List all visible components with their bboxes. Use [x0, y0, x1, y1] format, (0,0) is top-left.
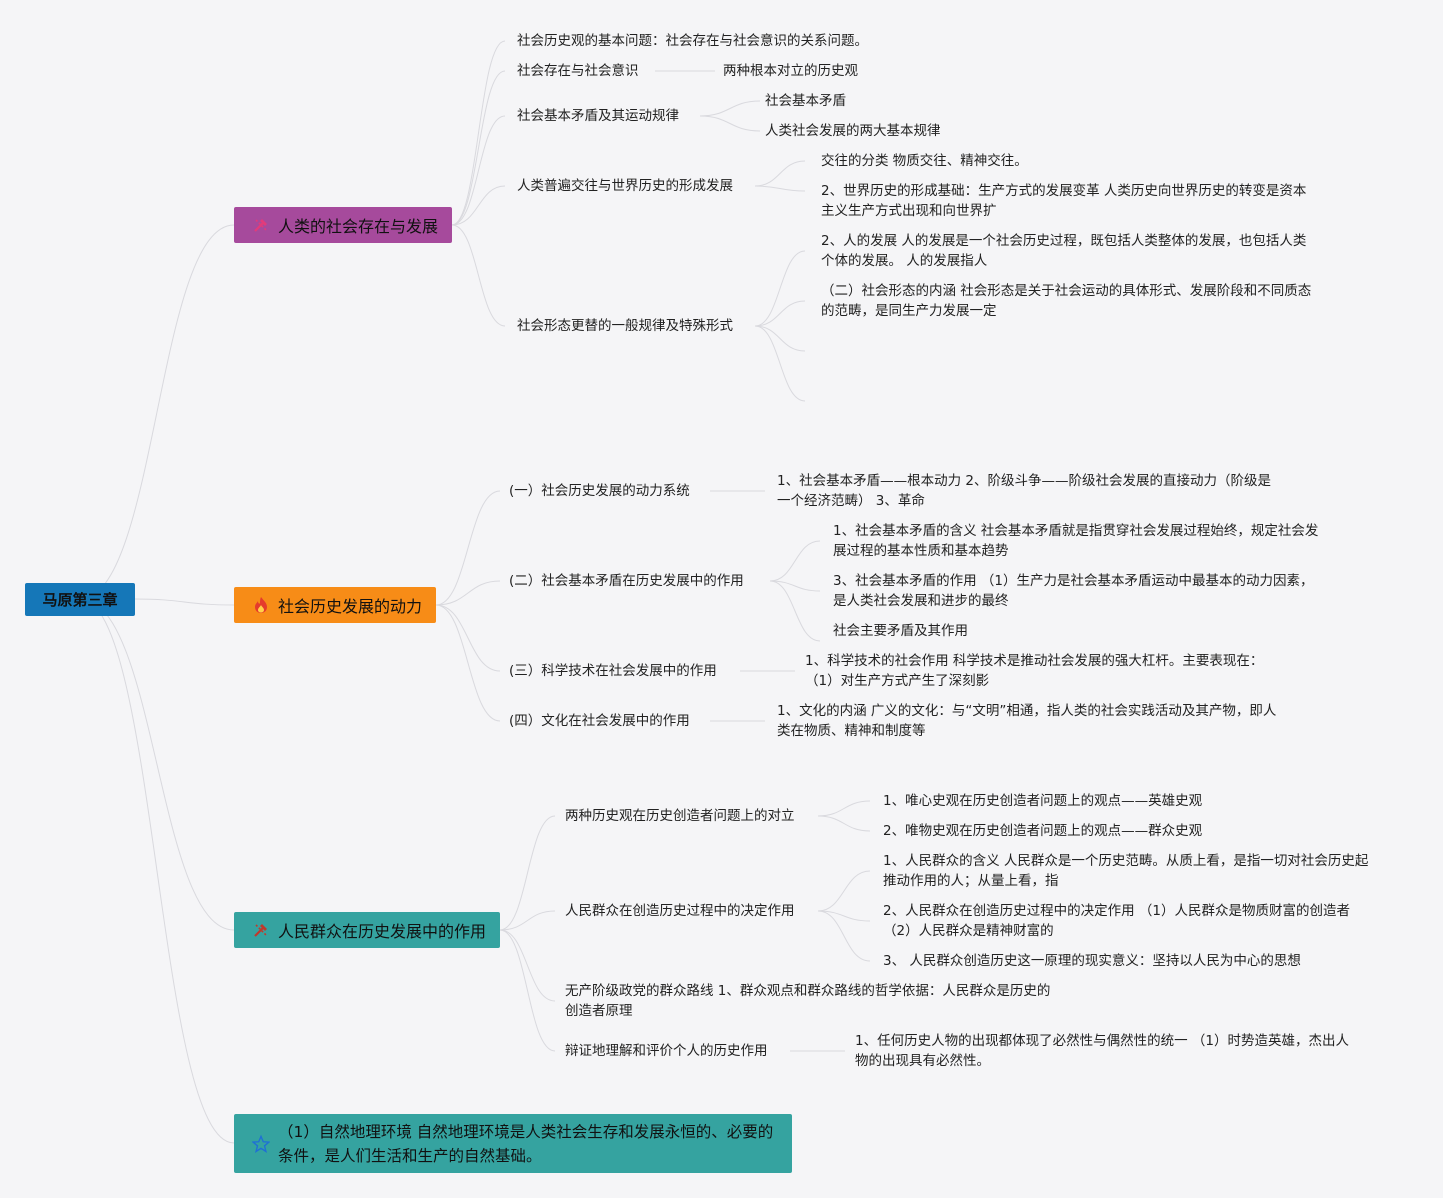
connector-line — [451, 185, 506, 226]
subtopic-formation-meaning[interactable]: （二）社会形态的内涵 社会形态是关于社会运动的具体形式、发展阶段和不同质态的范畴… — [821, 283, 1312, 319]
branch-label: 人民群众在历史发展中的作用 — [278, 922, 487, 941]
connector-line — [79, 224, 235, 600]
topic-individual-role[interactable]: 辩证地理解和评价个人的历史作用 — [565, 1043, 768, 1059]
connector-line — [435, 604, 501, 722]
connector-line — [817, 815, 871, 832]
connector-line — [451, 224, 506, 327]
topic-world-history[interactable]: 人类普遍交往与世界历史的形成发展 — [517, 178, 733, 194]
subtopic-contradiction[interactable]: 社会基本矛盾 — [765, 93, 846, 109]
connector-line — [499, 910, 556, 931]
subtopic-main-contradiction[interactable]: 社会主要矛盾及其作用 — [833, 623, 968, 639]
subtopic-contradiction-effect[interactable]: 3、社会基本矛盾的作用 （1）生产力是社会基本矛盾运动中最基本的动力因素，是人类… — [833, 573, 1314, 609]
subtopic-two-views[interactable]: 两种根本对立的历史观 — [723, 63, 858, 79]
connector-line — [499, 929, 556, 1002]
connector-line — [817, 800, 871, 817]
topic-existence-consciousness[interactable]: 社会存在与社会意识 — [517, 63, 639, 79]
connector-line — [435, 490, 501, 606]
topic-masses-decisive[interactable]: 人民群众在创造历史过程中的决定作用 — [565, 903, 795, 919]
connector-line — [754, 160, 806, 187]
subtopic-practical-meaning[interactable]: 3、 人民群众创造历史这一原理的现实意义：坚持以人民为中心的思想 — [883, 953, 1301, 969]
subtopic-necessity-chance[interactable]: 1、任何历史人物的出现都体现了必然性与偶然性的统一 （1）时势造英雄，杰出人物的… — [855, 1033, 1349, 1069]
connector-line — [817, 910, 871, 922]
subtopic-science-role[interactable]: 1、科学技术的社会作用 科学技术是推动社会发展的强大杠杆。主要表现在：（1）对生… — [805, 653, 1264, 689]
connector-line — [499, 815, 556, 931]
connector-line — [754, 185, 806, 192]
connector-line — [134, 598, 235, 606]
branch-social-existence[interactable]: 人类的社会存在与发展 — [234, 207, 452, 243]
connector-line — [451, 115, 506, 226]
subtopic-contradiction-meaning[interactable]: 1、社会基本矛盾的含义 社会基本矛盾就是指贯穿社会发展过程始终，规定社会发展过程… — [833, 523, 1319, 559]
tools-icon — [252, 216, 270, 234]
connector-line — [754, 250, 806, 327]
connector-line — [79, 598, 235, 931]
branch-masses-role[interactable]: 人民群众在历史发展中的作用 — [234, 912, 500, 948]
topic-dynamic-system[interactable]: (一）社会历史发展的动力系统 — [509, 483, 690, 499]
connector-line — [817, 910, 871, 962]
connector-line — [435, 580, 501, 606]
connector-line — [435, 604, 501, 672]
connector-line — [769, 580, 821, 642]
topic-contradiction-role[interactable]: (二）社会基本矛盾在历史发展中的作用 — [509, 573, 744, 589]
connector-line — [769, 540, 821, 582]
topic-social-formation[interactable]: 社会形态更替的一般规律及特殊形式 — [517, 318, 733, 334]
subtopic-idealist-view[interactable]: 1、唯心史观在历史创造者问题上的观点——英雄史观 — [883, 793, 1203, 809]
topic-basic-contradiction[interactable]: 社会基本矛盾及其运动规律 — [517, 108, 679, 124]
connector-line — [451, 70, 506, 226]
subtopic-world-history-basis[interactable]: 2、世界历史的形成基础：生产方式的发展变革 人类历史向世界历史的转变是资本主义生… — [821, 183, 1307, 219]
root-node[interactable]: 马原第三章 — [25, 583, 135, 616]
topic-basic-question[interactable]: 社会历史观的基本问题：社会存在与社会意识的关系问题。 — [517, 33, 868, 49]
branch-label: 社会历史发展的动力 — [278, 597, 423, 616]
connector-line — [754, 300, 806, 327]
connector-line — [699, 100, 761, 117]
subtopic-two-laws[interactable]: 人类社会发展的两大基本规律 — [765, 123, 941, 139]
connector-line — [754, 325, 806, 352]
subtopic-human-development[interactable]: 2、人的发展 人的发展是一个社会历史过程，既包括人类整体的发展，也包括人类个体的… — [821, 233, 1307, 269]
root-label: 马原第三章 — [42, 591, 118, 609]
topic-two-views-creators[interactable]: 两种历史观在历史创造者问题上的对立 — [565, 808, 795, 824]
fire-icon — [252, 596, 270, 614]
topic-culture[interactable]: (四）文化在社会发展中的作用 — [509, 713, 690, 729]
branch-driving-force[interactable]: 社会历史发展的动力 — [234, 587, 436, 623]
topic-mass-line[interactable]: 无产阶级政党的群众路线 1、群众观点和群众路线的哲学依据：人民群众是历史的创造者… — [565, 983, 1051, 1019]
connector-line — [451, 40, 506, 226]
connector-line — [499, 929, 556, 1052]
tools-icon — [252, 921, 270, 939]
subtopic-exchange-types[interactable]: 交往的分类 物质交往、精神交往。 — [821, 153, 1028, 169]
subtopic-masses-meaning[interactable]: 1、人民群众的含义 人民群众是一个历史范畴。从质上看，是指一切对社会历史起推动作… — [883, 853, 1369, 889]
star-icon — [252, 1134, 270, 1153]
branch-natural-environment[interactable]: （1）自然地理环境 自然地理环境是人类社会生存和发展永恒的、必要的条件，是人们生… — [234, 1114, 792, 1173]
subtopic-masses-decisive-role[interactable]: 2、人民群众在创造历史过程中的决定作用 （1）人民群众是物质财富的创造者 （2）… — [883, 903, 1350, 939]
subtopic-culture-meaning[interactable]: 1、文化的内涵 广义的文化：与“文明”相通，指人类的社会实践活动及其产物，即人类… — [777, 703, 1277, 739]
topic-science-tech[interactable]: (三）科学技术在社会发展中的作用 — [509, 663, 717, 679]
subtopic-materialist-view[interactable]: 2、唯物史观在历史创造者问题上的观点——群众史观 — [883, 823, 1203, 839]
branch-label: 人类的社会存在与发展 — [278, 217, 439, 236]
connector-line — [754, 325, 806, 402]
connector-line — [79, 598, 235, 1144]
connector-line — [769, 580, 821, 592]
connector-line — [817, 870, 871, 912]
connector-line — [699, 115, 761, 132]
branch-label: （1）自然地理环境 自然地理环境是人类社会生存和发展永恒的、必要的条件，是人们生… — [278, 1122, 774, 1165]
subtopic-dynamic-details[interactable]: 1、社会基本矛盾——根本动力 2、阶级斗争——阶级社会发展的直接动力（阶级是一个… — [777, 473, 1271, 509]
